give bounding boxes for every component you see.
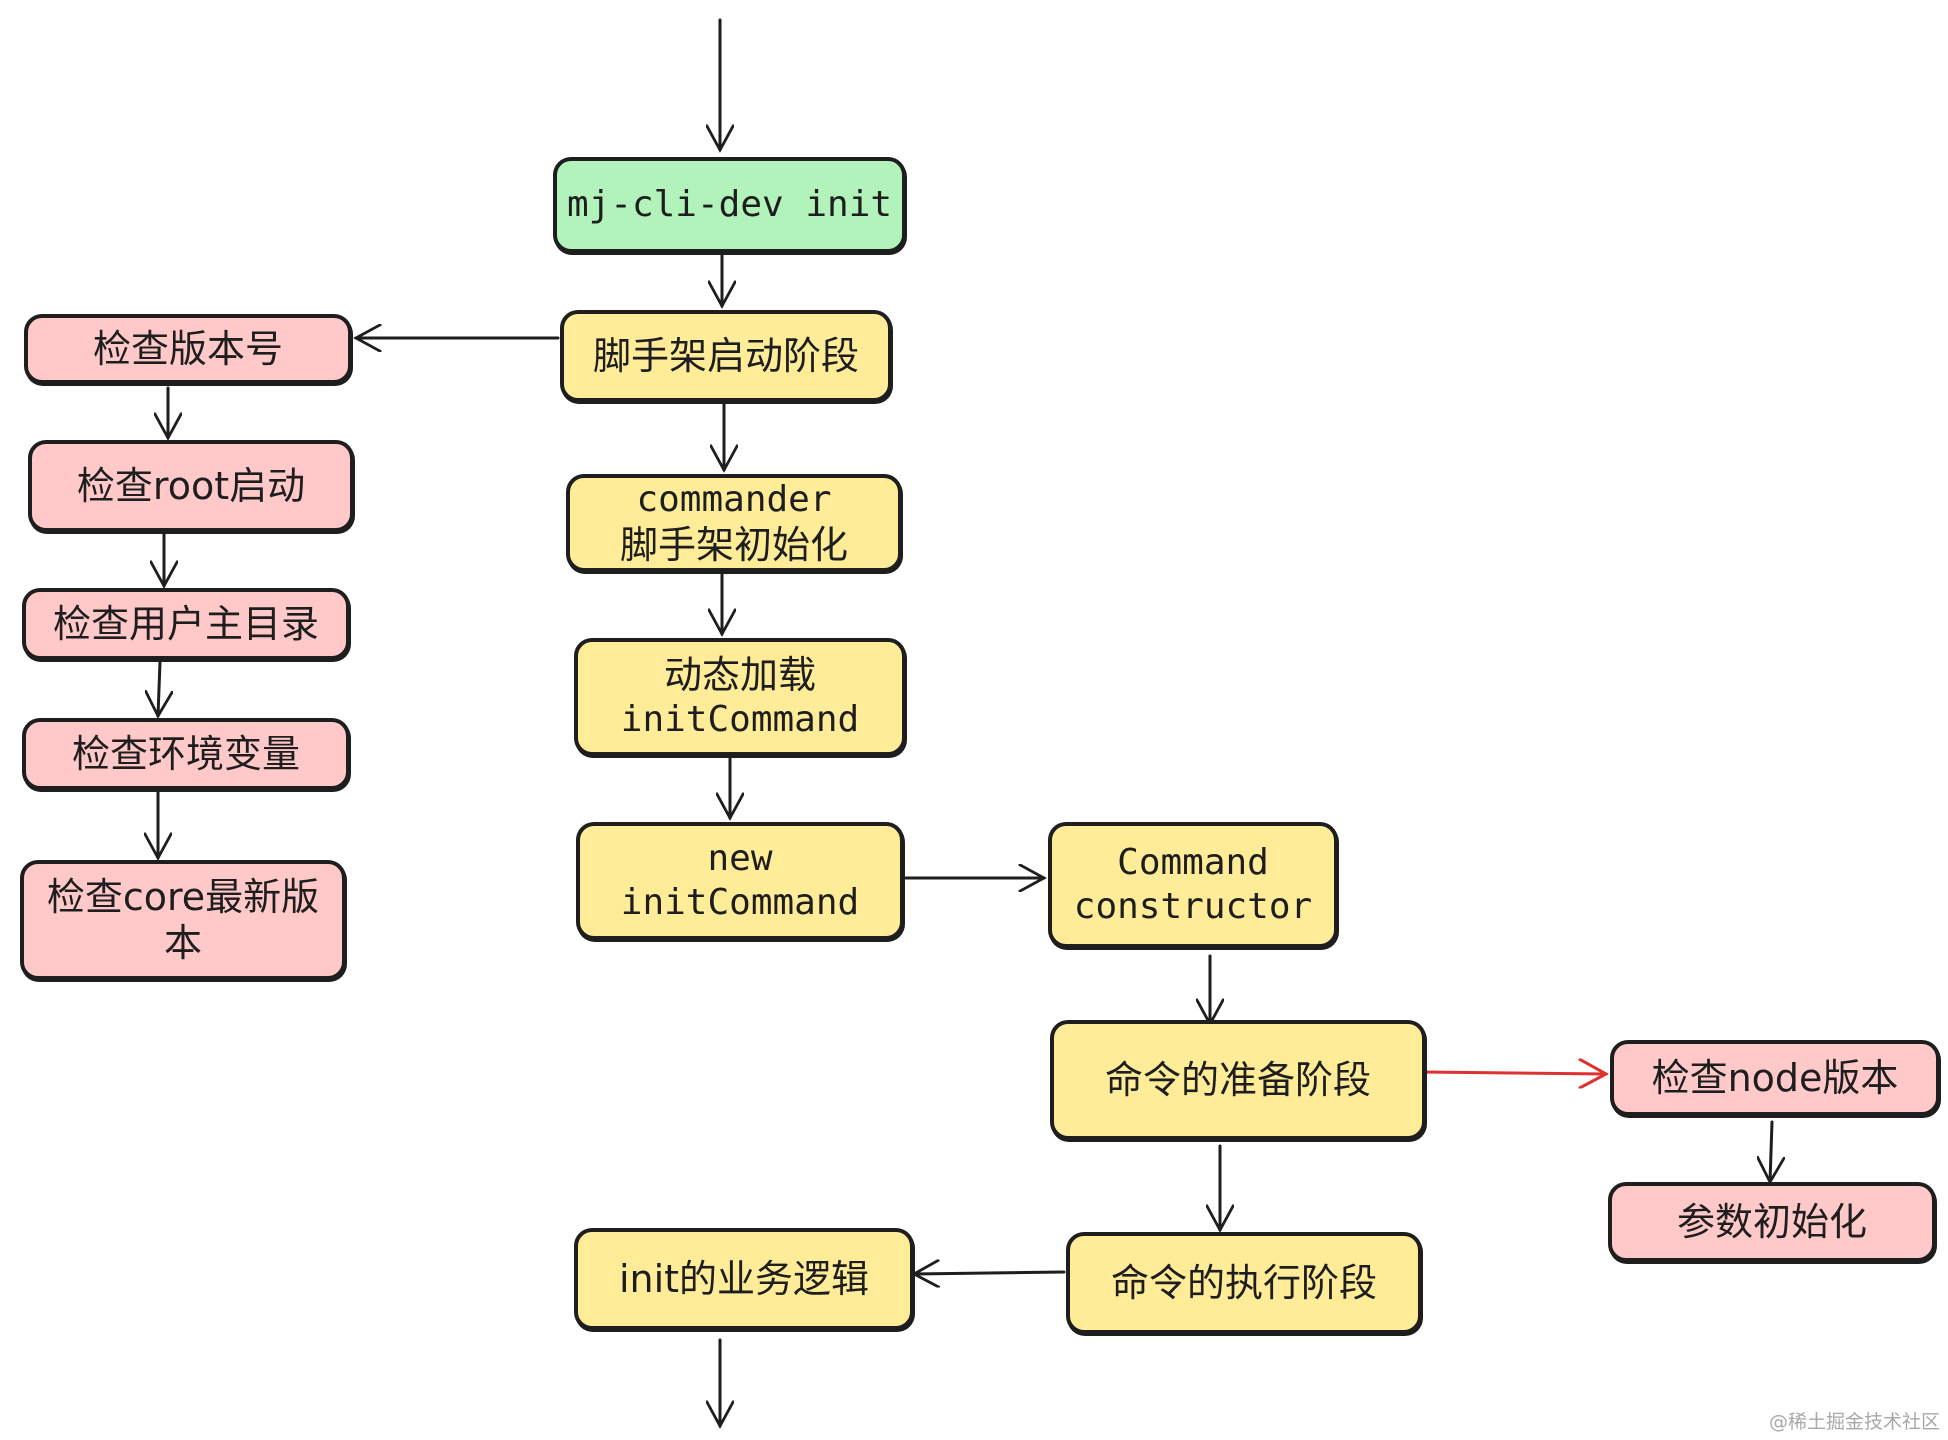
arrow-prepare-to-check-node: [1420, 1072, 1606, 1074]
command-label: Command: [1117, 842, 1269, 884]
check-root-label: 检查root启动: [76, 463, 306, 508]
init-command-label: mj-cli-dev init: [566, 184, 893, 226]
commander-label: commander: [636, 478, 832, 520]
exec-phase-node: 命令的执行阶段: [1066, 1232, 1422, 1334]
exec-phase-label: 命令的执行阶段: [1110, 1260, 1377, 1305]
dynamic-load-initcommand-label: initCommand: [620, 699, 860, 741]
dynamic-load-label: 动态加载: [663, 652, 816, 697]
init-logic-node: init的业务逻辑: [574, 1228, 914, 1330]
constructor-label: constructor: [1073, 886, 1313, 927]
dynamic-load-node: 动态加载 initCommand: [574, 638, 906, 756]
check-node-version-label: 检查node版本: [1651, 1055, 1899, 1100]
prepare-phase-node: 命令的准备阶段: [1050, 1020, 1426, 1140]
check-home-node: 检查用户主目录: [22, 588, 350, 660]
check-env-node: 检查环境变量: [22, 718, 350, 790]
new-initcommand-label: initCommand: [620, 882, 860, 923]
startup-phase-node: 脚手架启动阶段: [560, 310, 892, 402]
init-logic-label: init的业务逻辑: [618, 1256, 870, 1301]
init-command-node: mj-cli-dev init: [553, 157, 906, 253]
check-core-label-cont: 本: [163, 921, 202, 965]
check-root-node: 检查root启动: [28, 440, 354, 532]
check-core-label: 检查core最新版: [46, 874, 320, 919]
param-init-node: 参数初始化: [1608, 1182, 1936, 1262]
commander-init-node: commander 脚手架初始化: [566, 474, 902, 572]
param-init-label: 参数初始化: [1676, 1199, 1867, 1244]
check-node-version-node: 检查node版本: [1610, 1040, 1940, 1116]
scaffold-init-label: 脚手架初始化: [619, 522, 848, 567]
arrow-check-node-to-param: [1770, 1120, 1772, 1182]
check-core-node: 检查core最新版 本: [20, 860, 346, 980]
prepare-phase-label: 命令的准备阶段: [1104, 1057, 1371, 1102]
check-version-node: 检查版本号: [24, 314, 352, 384]
new-label: new: [707, 838, 773, 880]
arrow-exec-to-logic: [914, 1272, 1066, 1274]
arrow-check-home-to-env: [158, 660, 160, 716]
new-initcommand-node: new initCommand: [576, 822, 904, 940]
check-version-label: 检查版本号: [92, 326, 283, 371]
check-env-label: 检查环境变量: [71, 731, 300, 776]
check-home-label: 检查用户主目录: [52, 601, 319, 646]
watermark: @稀土掘金技术社区: [1768, 1411, 1940, 1433]
startup-phase-label: 脚手架启动阶段: [592, 333, 859, 378]
command-constructor-node: Command constructor: [1048, 822, 1338, 948]
